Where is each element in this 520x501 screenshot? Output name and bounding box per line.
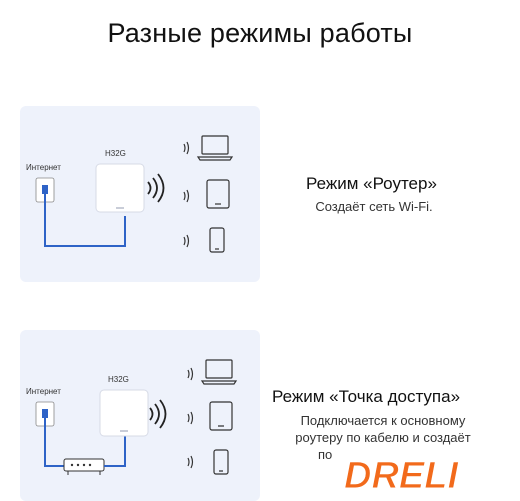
internet-label: Интернет (26, 387, 61, 396)
wifi-signal-icon (147, 173, 165, 203)
access-point-mode-title: Режим «Точка доступа» (272, 387, 461, 406)
router-mode-description: Создаёт сеть Wi-Fi. (315, 199, 433, 214)
page-title: Разные режимы работы (107, 18, 413, 48)
router-mode-title: Режим «Роутер» (306, 174, 437, 193)
phone-icon (187, 449, 229, 475)
internet-label: Интернет (26, 163, 61, 172)
logo-text: DRELI (344, 455, 459, 496)
ethernet-cable (44, 418, 64, 467)
device-model-label: H32G (108, 375, 129, 384)
tablet-icon (183, 179, 230, 209)
wifi-signal-icon (149, 399, 167, 429)
access-point-mode-illustration: Интернет H32G (20, 330, 260, 501)
ethernet-cable (44, 194, 126, 247)
h32g-device-icon (95, 163, 145, 213)
phone-icon (183, 227, 225, 253)
h32g-device-icon (99, 389, 149, 437)
dreli-logo: DRELI (344, 455, 460, 497)
ethernet-cable (104, 436, 126, 467)
access-point-mode-description: Подключается к основному роутеру по кабе… (278, 412, 488, 463)
device-model-label: H32G (105, 149, 126, 158)
description-line: Подключается к основному (300, 413, 466, 428)
description-line: роутеру по кабелю и создаёт (295, 430, 471, 445)
laptop-icon (183, 135, 234, 161)
router-mode-illustration: Интернет H32G (20, 106, 260, 282)
tablet-icon (187, 401, 233, 431)
main-router-icon (63, 458, 105, 475)
laptop-icon (187, 359, 238, 385)
wall-socket-icon (35, 177, 55, 203)
description-line: по (318, 447, 333, 462)
